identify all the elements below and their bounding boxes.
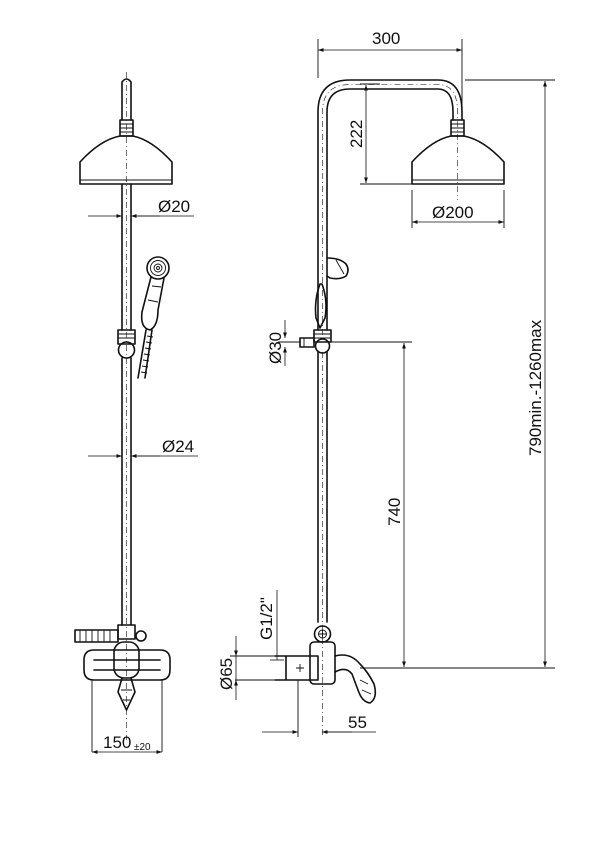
side-view: [230, 39, 555, 737]
dimension-labels: Ø20 Ø24 150 ±20 300 222 Ø200 Ø30 740 790…: [103, 29, 545, 753]
dimension-lines: [88, 48, 547, 754]
label-head-diameter: Ø200: [432, 203, 474, 222]
shower-head-side: [411, 135, 505, 185]
shower-arm-side: [317, 79, 463, 331]
mixer-body-side: [274, 641, 377, 704]
label-arm-height: 222: [347, 120, 366, 148]
label-connection-spacing: 150: [103, 733, 131, 752]
mixer-body-front: [83, 641, 171, 711]
label-thread: G1/2": [257, 597, 276, 640]
hand-shower-front: [137, 256, 170, 379]
shower-head-front: [79, 135, 173, 185]
label-bar-diameter: Ø24: [162, 437, 194, 456]
label-riser-height: 740: [385, 498, 404, 526]
label-mixer-diameter: Ø65: [217, 658, 236, 690]
riser-pipe-front: [121, 183, 132, 331]
hose-connector-front: [74, 629, 119, 643]
label-spout-offset: 55: [348, 713, 367, 732]
label-connection-tolerance: ±20: [134, 742, 151, 753]
label-pipe-diameter: Ø20: [158, 197, 190, 216]
label-arm-width: 300: [372, 29, 400, 48]
front-view: [74, 72, 173, 752]
label-bracket-diameter: Ø30: [266, 332, 285, 364]
label-total-height: 790min.-1260max: [526, 319, 545, 456]
